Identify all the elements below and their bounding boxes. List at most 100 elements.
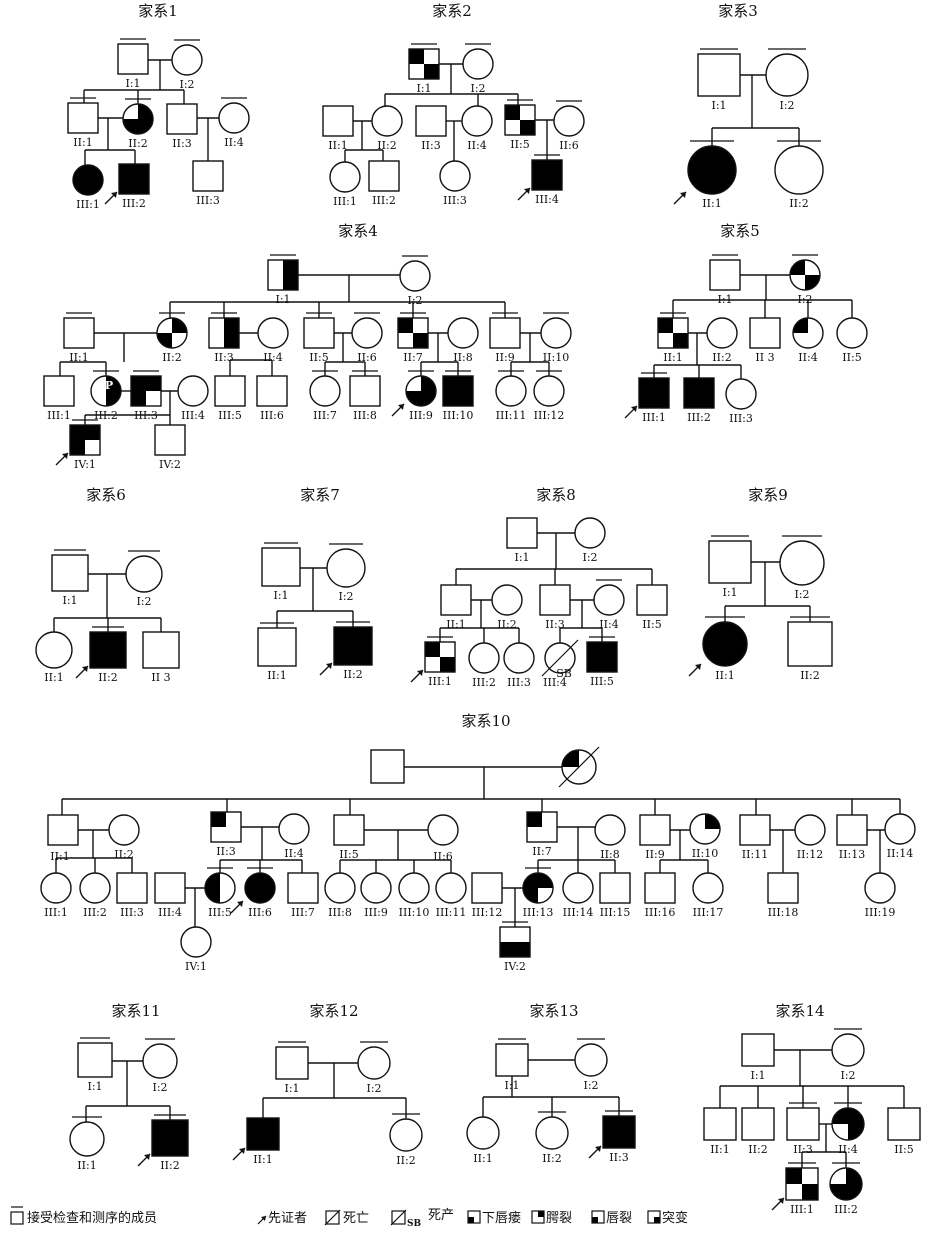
pedigree-member: II:2 — [774, 140, 824, 210]
pedigree-member: III:1 — [40, 872, 72, 919]
member-label: III:11 — [436, 906, 467, 919]
pedigree-member: III:3 — [725, 378, 757, 425]
member-label: III:1 — [428, 675, 452, 688]
female-symbol — [360, 872, 392, 904]
male-symbol — [246, 1117, 280, 1151]
pedigree-member: I:1 — [117, 38, 149, 90]
cleft-palate-icon — [531, 1210, 545, 1224]
female-symbol — [544, 642, 576, 674]
member-label: I:2 — [136, 595, 151, 608]
member-label: III:4 — [535, 193, 559, 206]
member-label: II:7 — [403, 351, 422, 364]
member-label: II:1 — [473, 1152, 492, 1165]
member-label: III:17 — [693, 906, 724, 919]
proband-arrowhead — [695, 664, 701, 670]
affected-fill — [673, 333, 688, 348]
pedigree-member: II:1 — [703, 1107, 737, 1156]
female-symbol — [491, 584, 523, 616]
member-label: III:11 — [496, 409, 527, 422]
pedigree-member: I:1 — [697, 48, 741, 112]
female-symbol — [180, 926, 212, 958]
affected-fill — [334, 627, 372, 665]
member-label: II:3 — [172, 137, 191, 150]
member-label: II 3 — [151, 671, 170, 684]
male-symbol — [709, 259, 741, 291]
member-label: III:1 — [333, 195, 357, 208]
member-label: III:2 — [687, 411, 711, 424]
member-label: II:9 — [645, 848, 664, 861]
pedigree-member: II:1 — [35, 631, 73, 684]
affected-fill — [73, 165, 103, 195]
male-symbol — [333, 814, 365, 846]
pedigree-member: III:2 — [104, 163, 150, 210]
pedigree-member: III:3 — [439, 160, 471, 207]
pedigree-member: II:3 — [415, 105, 447, 152]
proband-arrowhead — [398, 404, 404, 410]
affected-fill — [245, 873, 275, 903]
female-symbol — [244, 872, 276, 904]
affected-fill — [532, 160, 562, 190]
family-title: 家系9 — [748, 486, 788, 504]
female-symbol — [884, 813, 916, 845]
family-title: 家系4 — [338, 222, 378, 240]
female-symbol — [774, 145, 824, 195]
member-label: IV:2 — [504, 960, 526, 973]
female-symbol — [540, 317, 572, 349]
proband-arrowhead — [417, 670, 423, 676]
pedigree-member: I:2 — [399, 255, 431, 307]
affected-fill — [90, 632, 126, 668]
pedigree-member: II:6 — [553, 100, 585, 152]
female-symbol — [72, 164, 104, 196]
pedigree-member: II:1 — [657, 312, 689, 364]
female-symbol — [204, 872, 236, 904]
pedigree-member: III:1 — [43, 375, 75, 422]
member-label: I:1 — [87, 1080, 102, 1093]
male-symbol — [639, 814, 671, 846]
legend-label: 死产 — [428, 1208, 454, 1223]
affected-fill — [211, 812, 226, 827]
member-label: I:1 — [275, 293, 290, 306]
male-symbol — [151, 1119, 189, 1157]
member-label: III:2 — [94, 409, 118, 422]
pedigree-member: II:4 — [218, 97, 250, 149]
male-symbol — [130, 375, 162, 407]
pedigree-member: II:4 — [831, 1102, 865, 1156]
male-symbol — [333, 626, 373, 666]
legend-label: 死亡 — [343, 1211, 369, 1226]
member-label: II:2 — [98, 671, 117, 684]
pedigree-member: II:14 — [884, 813, 916, 860]
pedigree-member: I:2 — [831, 1028, 865, 1082]
male-symbol — [408, 48, 440, 80]
male-symbol — [504, 104, 536, 136]
female-symbol — [309, 375, 341, 407]
legend-label: 下唇瘘 — [482, 1211, 521, 1226]
member-label: I:1 — [416, 82, 431, 95]
pedigree-member: II:13 — [836, 814, 868, 861]
female-symbol — [466, 1116, 500, 1150]
member-label: I:1 — [284, 1082, 299, 1095]
proband-arrowhead — [62, 453, 68, 459]
member-label: I:2 — [366, 1082, 381, 1095]
male-symbol — [836, 814, 868, 846]
member-label: III:6 — [248, 906, 272, 919]
pedigree-member: II:1 — [322, 105, 354, 152]
member-label: III:13 — [523, 906, 554, 919]
pedigree-member: I:2 — [574, 517, 606, 564]
female-symbol — [329, 161, 361, 193]
pedigree-member: II:5 — [504, 99, 536, 151]
member-label: I:1 — [717, 293, 732, 306]
proband-arrowhead — [524, 188, 530, 194]
male-symbol — [118, 163, 150, 195]
pedigree-member: II:5 — [333, 814, 365, 861]
female-symbol — [468, 642, 500, 674]
member-label: I:1 — [722, 586, 737, 599]
member-label: II:3 — [609, 1151, 628, 1164]
cleft-lip-icon — [591, 1210, 605, 1224]
male-symbol — [322, 105, 354, 137]
male-symbol — [63, 317, 95, 349]
